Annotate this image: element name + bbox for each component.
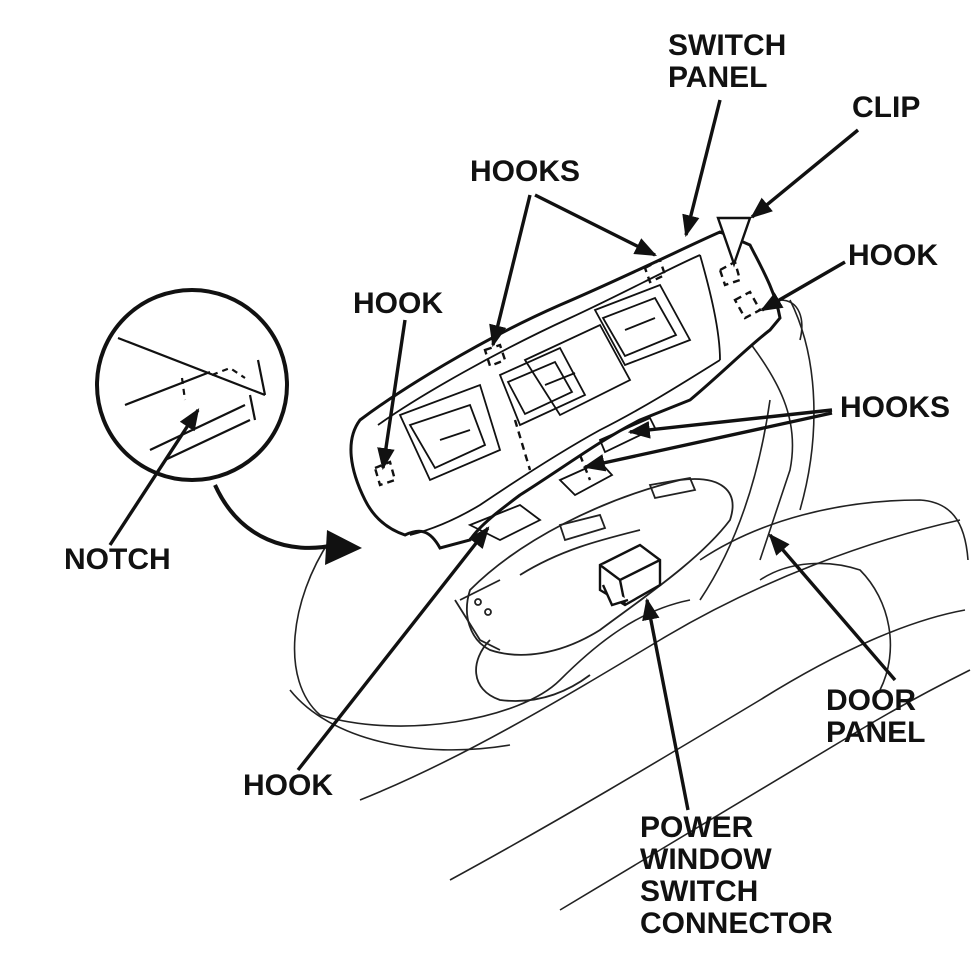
hooks-right-label: HOOKS [840, 391, 951, 424]
switch-panel [349, 230, 782, 550]
hook-right-label: HOOK [848, 239, 938, 272]
armrest-pocket [454, 476, 734, 702]
power-window-switch-connector-label: POWER WINDOW SWITCH CONNECTOR [640, 811, 833, 940]
door-panel-label: DOOR PANEL [826, 684, 926, 749]
notch-magnifier [95, 288, 362, 565]
hook-left-label: HOOK [353, 287, 443, 320]
door-panel-outline [289, 299, 971, 911]
switch-panel-label: SWITCH PANEL [668, 29, 787, 94]
notch-label: NOTCH [64, 543, 171, 576]
connector-body [598, 543, 662, 607]
clip-label: CLIP [852, 91, 921, 124]
clip-triangle [716, 216, 752, 268]
hooks-top-label: HOOKS [470, 155, 581, 188]
hook-bottom-label: HOOK [243, 769, 333, 802]
leader-lines [108, 99, 897, 811]
